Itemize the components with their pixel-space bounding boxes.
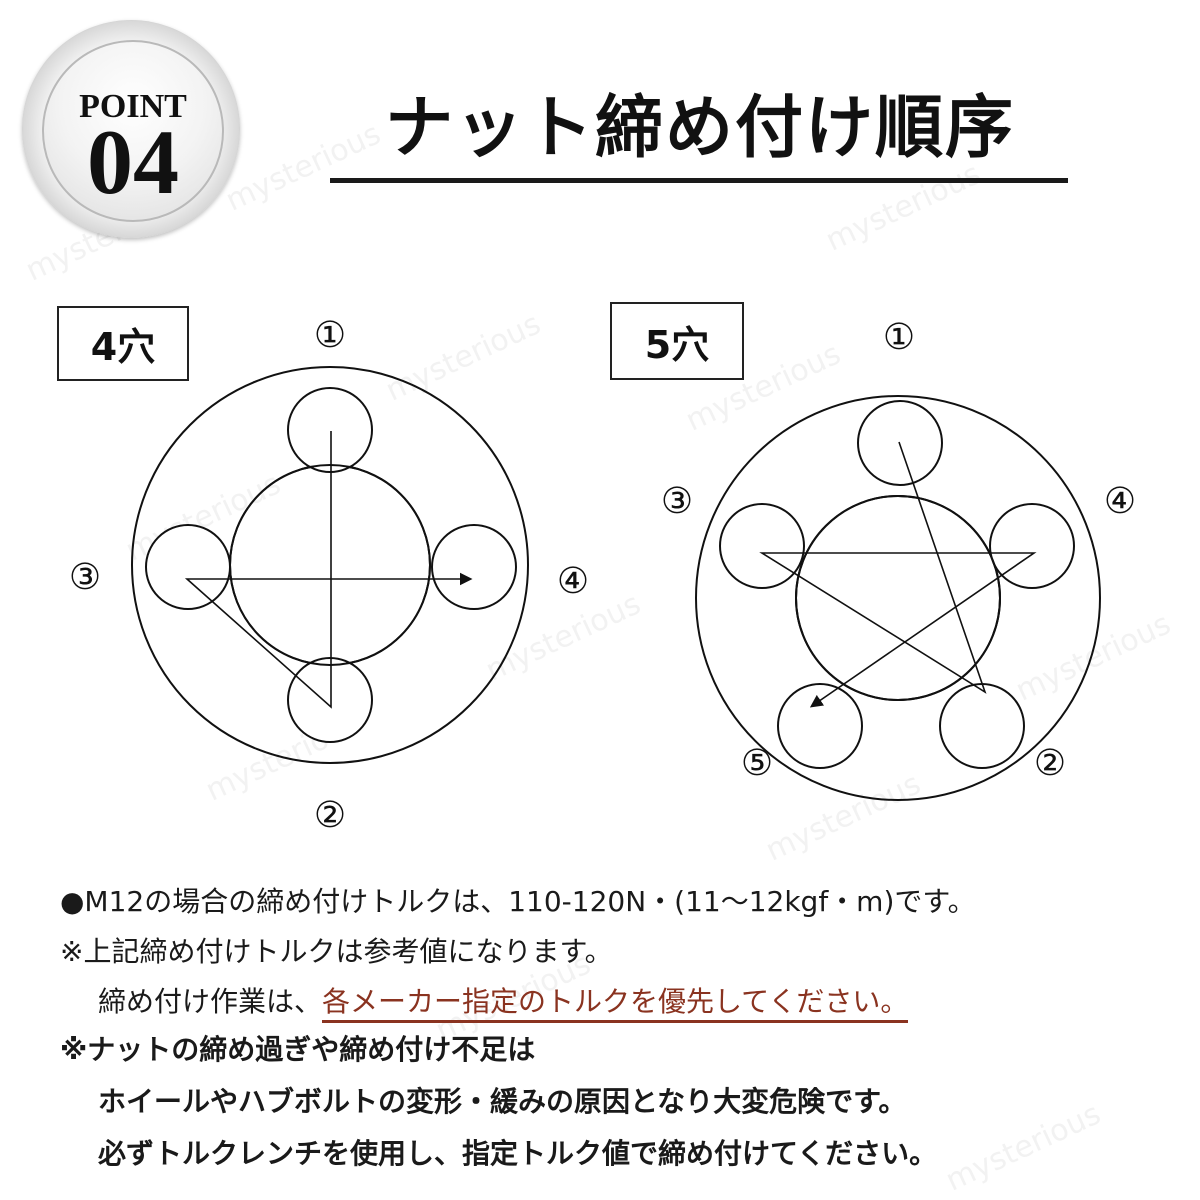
wheel-4-hole	[131, 366, 529, 764]
point-badge: POINT 04	[22, 20, 240, 238]
diagram-area: 4穴 ① ② ③ ④ 5穴 ① ② ③ ④ ⑤	[57, 302, 1137, 836]
bolt-label-2: ②	[313, 795, 347, 836]
bolt-label-5: ⑤	[740, 743, 774, 784]
bolt-label-1: ①	[313, 315, 347, 356]
bolt-label-2: ②	[1033, 743, 1067, 784]
badge-number: 04	[87, 111, 179, 213]
bolt-label-3: ③	[68, 557, 102, 598]
wrench-instruction: 必ずトルクレンチを使用し、指定トルク値で締め付けてください。	[98, 1137, 938, 1170]
warning-heading: ※ナットの締め過ぎや締め付け不足は	[60, 1033, 536, 1066]
page-title: ナット締め付け順序	[384, 89, 1015, 168]
warning-detail: ホイールやハブボルトの変形・緩みの原因となり大変危険です。	[98, 1085, 907, 1118]
priority-note: 締め付け作業は、各メーカー指定のトルクを優先してください。	[98, 980, 909, 1023]
torque-note: ●M12の場合の締め付けトルクは、110-120N・(11〜12kgf・m)です…	[60, 885, 976, 918]
manufacturer-torque-highlight: 各メーカー指定のトルクを優先してください。	[322, 985, 909, 1023]
title-underline	[330, 178, 1068, 183]
priority-note-prefix: 締め付け作業は、	[98, 985, 323, 1018]
bolt-label-4: ④	[1103, 481, 1137, 522]
bolt-label-4: ④	[556, 561, 590, 602]
hole-count-box-4: 4穴	[57, 306, 189, 381]
watermark: mysterious	[940, 1096, 1107, 1199]
wheel-5-hole	[695, 395, 1101, 801]
bolt-label-3: ③	[660, 481, 694, 522]
hole-count-box-5: 5穴	[610, 302, 744, 380]
bolt-label-1: ①	[882, 317, 916, 358]
badge-label: POINT	[79, 88, 187, 125]
nut-order-diagrams	[131, 366, 1101, 801]
reference-note: ※上記締め付けトルクは参考値になります。	[60, 935, 613, 968]
badge-face: POINT 04	[42, 40, 224, 222]
